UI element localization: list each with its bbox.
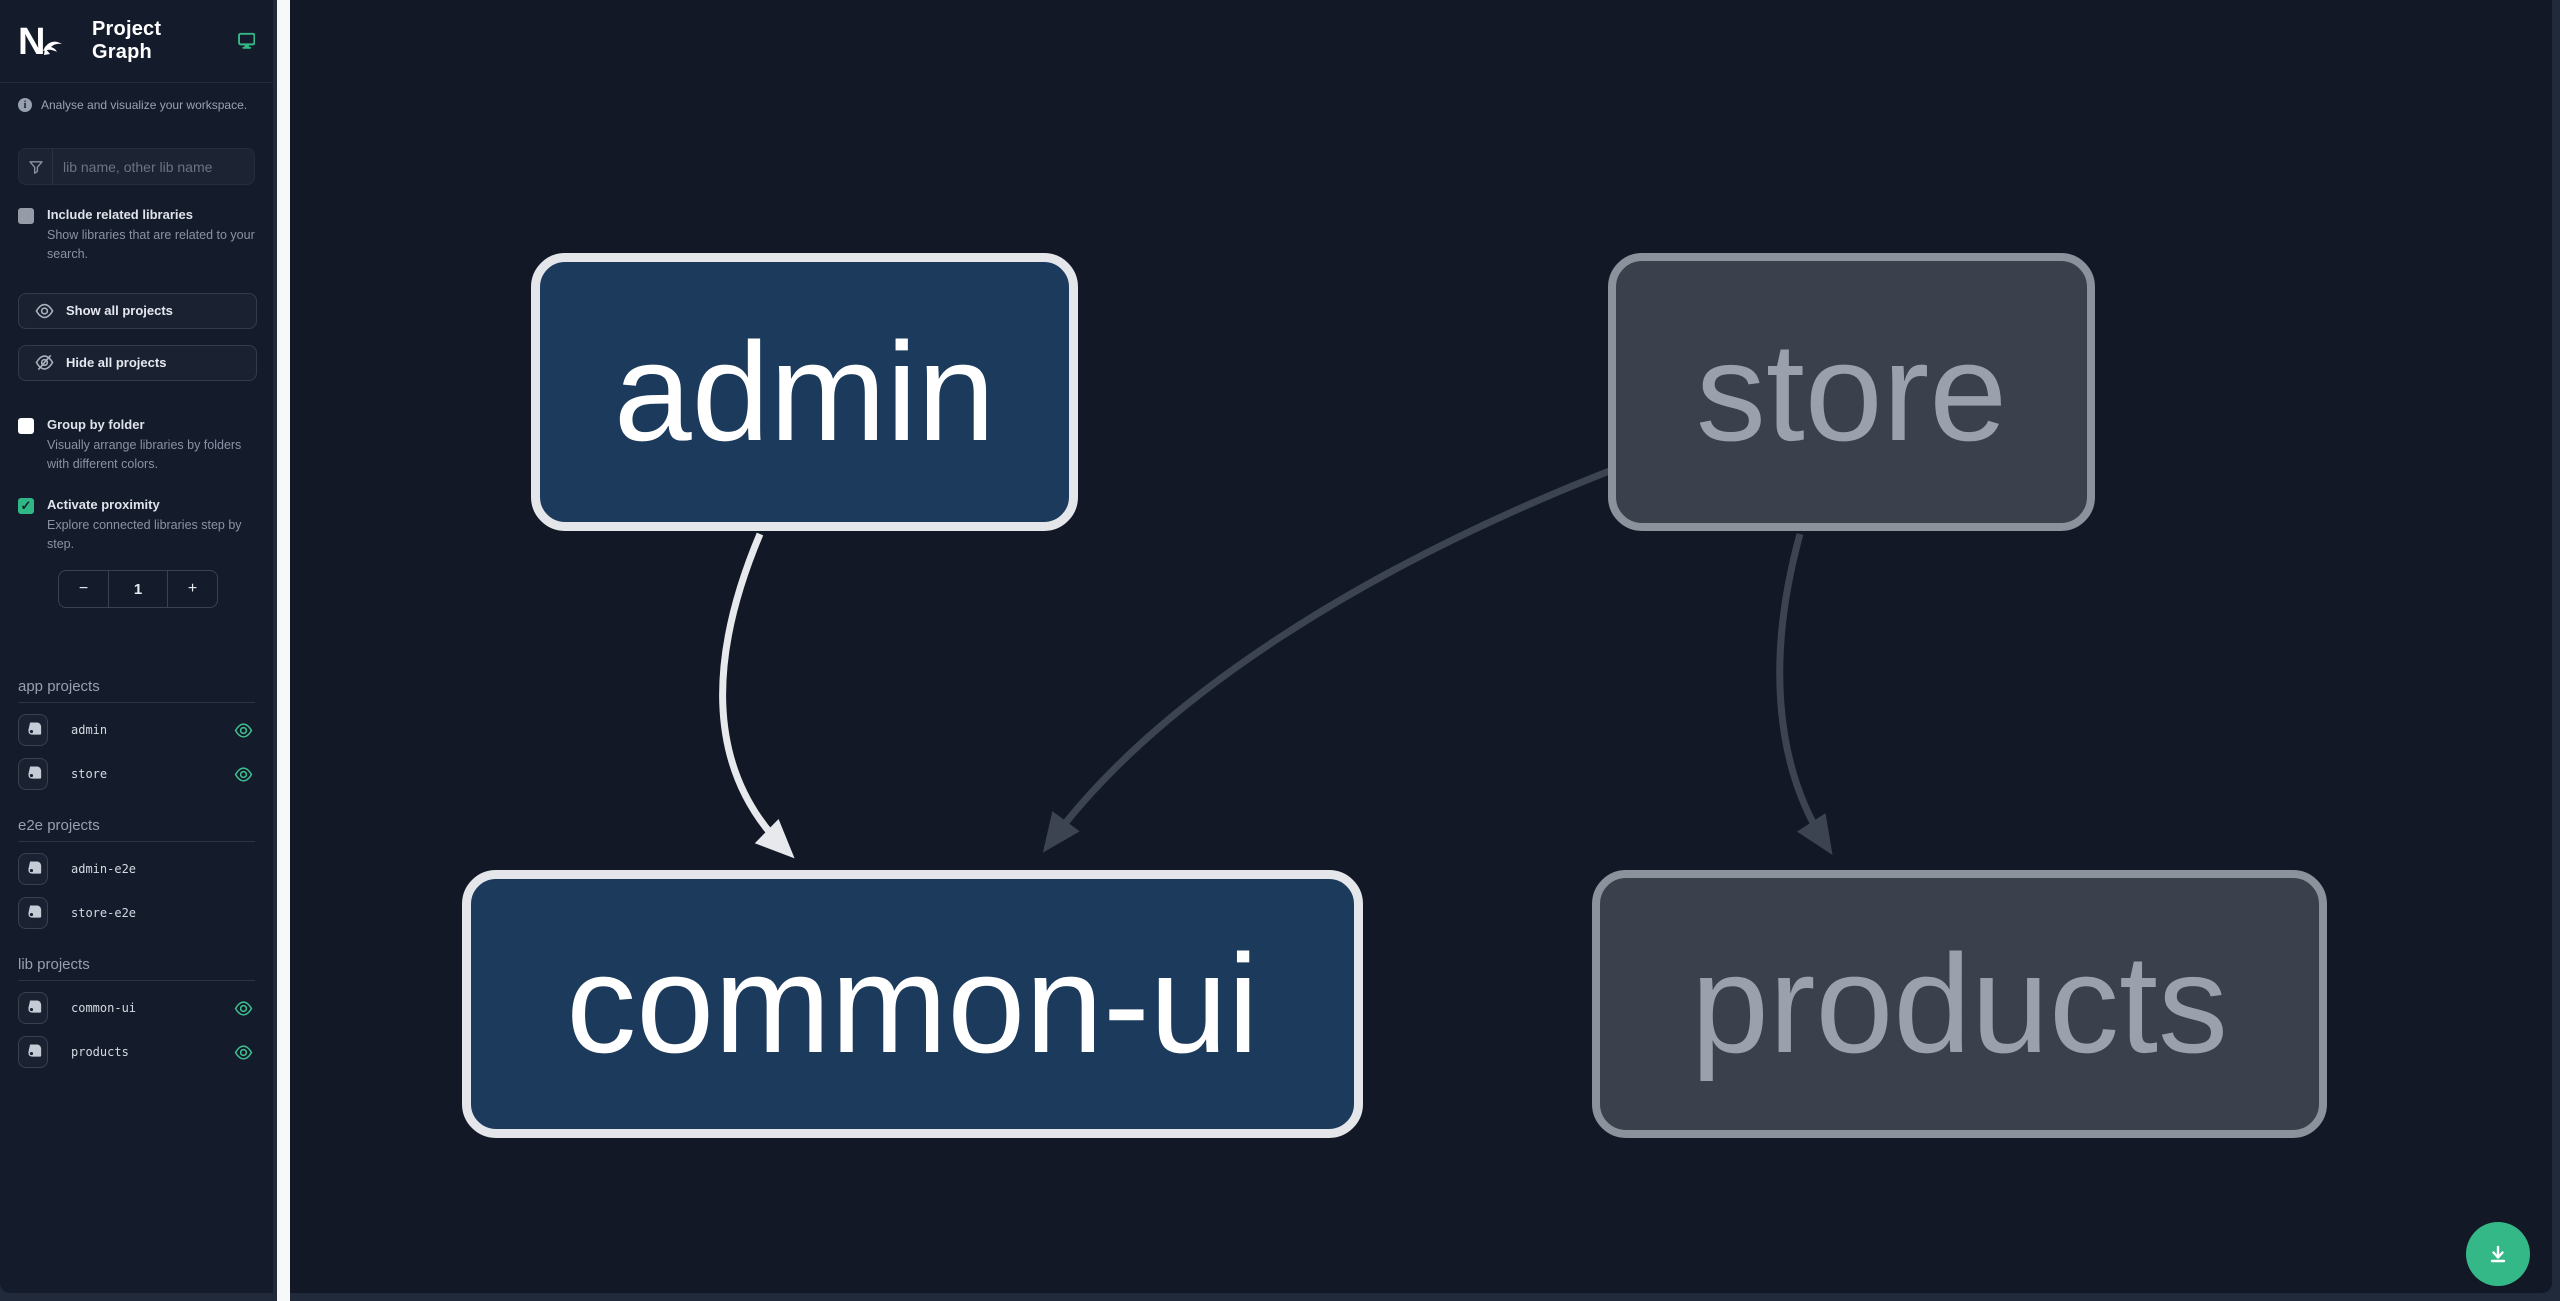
focus-project-button[interactable] [18, 1036, 48, 1069]
download-icon [2490, 1245, 2506, 1263]
node-label: products [1691, 925, 2228, 1082]
hide-all-projects-button[interactable]: Hide all projects [18, 344, 257, 381]
info-icon: i [18, 98, 32, 112]
project-name[interactable]: common-ui [71, 1001, 137, 1016]
section-title: e2e projects [18, 817, 255, 843]
decrement-button[interactable]: − [78, 580, 89, 598]
button-label: Hide all projects [66, 355, 167, 371]
eye-toggle-icon[interactable] [234, 1001, 253, 1016]
project-name[interactable]: store-e2e [71, 906, 137, 921]
project-row: products [18, 1035, 255, 1069]
option-description: Show libraries that are related to your … [47, 228, 255, 262]
focus-project-button[interactable] [18, 897, 48, 930]
graph-node-store[interactable]: store [1608, 253, 2095, 531]
sidebar-header: N Project Graph [0, 0, 273, 83]
node-label: common-ui [566, 925, 1259, 1082]
focus-icon [25, 764, 42, 784]
graph-node-common-ui[interactable]: common-ui [462, 870, 1363, 1138]
focus-icon [25, 720, 42, 740]
option-label: Group by folder [47, 416, 145, 432]
project-name[interactable]: products [71, 1045, 129, 1060]
project-section: e2e projects admin-e2e store-e2e [0, 817, 273, 930]
node-label: admin [613, 313, 996, 470]
section-title: lib projects [18, 956, 255, 982]
show-all-projects-button[interactable]: Show all projects [18, 292, 257, 329]
graph-canvas[interactable]: admin store common-ui products [290, 0, 2552, 1293]
sidebar: N Project Graph i Analyse and visualize … [0, 0, 273, 1293]
button-label: Show all projects [66, 303, 173, 319]
option-activate-proximity: ✓ Activate proximity Explore connected l… [0, 497, 273, 555]
focus-icon [25, 903, 42, 923]
project-sections: app projects admin store e2e projects admin-… [0, 678, 273, 1069]
proximity-stepper: − 1 + [58, 570, 218, 609]
include-related-checkbox[interactable] [18, 208, 34, 224]
focus-project-button[interactable] [18, 853, 48, 886]
increment-button[interactable]: + [187, 580, 198, 598]
focus-icon [25, 998, 42, 1018]
option-label: Activate proximity [47, 496, 160, 512]
project-name[interactable]: store [71, 767, 108, 782]
focus-project-button[interactable] [18, 758, 48, 791]
project-name[interactable]: admin [71, 723, 108, 738]
eye-toggle-icon[interactable] [234, 767, 253, 782]
project-row: common-ui [18, 991, 255, 1025]
activate-proximity-checkbox[interactable]: ✓ [18, 497, 34, 514]
eye-off-icon [35, 354, 54, 371]
filter-input[interactable] [53, 149, 254, 184]
node-label: store [1695, 313, 2008, 470]
edges-layer [719, 466, 1833, 859]
nx-logo: N [18, 22, 62, 60]
section-title: app projects [18, 678, 255, 704]
focus-project-button[interactable] [18, 714, 48, 747]
graph-node-products[interactable]: products [1592, 870, 2327, 1138]
project-row: store [18, 757, 255, 791]
focus-project-button[interactable] [18, 992, 48, 1025]
sidebar-divider [277, 0, 290, 1301]
focus-icon [25, 859, 42, 879]
option-include-related: Include related libraries Show libraries… [0, 207, 273, 265]
project-row: admin [18, 713, 255, 747]
eye-toggle-icon[interactable] [234, 723, 253, 738]
info-text: Analyse and visualize your workspace. [41, 98, 248, 112]
graph-node-admin[interactable]: admin [531, 253, 1078, 531]
info-banner: i Analyse and visualize your workspace. [0, 83, 273, 112]
monitor-icon [237, 32, 255, 49]
project-name[interactable]: admin-e2e [71, 862, 137, 877]
edge-store-to-products[interactable] [1776, 533, 1833, 856]
filter-box [18, 148, 255, 185]
save-image-button[interactable] [2466, 1222, 2530, 1286]
project-section: lib projects common-ui products [0, 956, 273, 1069]
page-title: Project Graph [92, 18, 162, 63]
project-section: app projects admin store [0, 678, 273, 791]
edge-admin-to-common-ui[interactable] [719, 532, 795, 859]
option-group-by-folder: Group by folder Visually arrange librari… [0, 417, 273, 475]
focus-icon [25, 1042, 42, 1062]
eye-icon [35, 303, 54, 319]
eye-toggle-icon[interactable] [234, 1045, 253, 1060]
project-row: admin-e2e [18, 852, 255, 886]
group-by-folder-checkbox[interactable] [18, 417, 34, 434]
svg-text:N: N [18, 22, 45, 60]
option-description: Explore connected libraries step by step… [47, 517, 242, 551]
project-row: store-e2e [18, 896, 255, 930]
option-description: Visually arrange libraries by folders wi… [47, 437, 242, 472]
edge-store-to-common-ui[interactable] [1042, 466, 1614, 853]
funnel-icon [19, 149, 53, 184]
proximity-value: 1 [108, 571, 168, 608]
option-label: Include related libraries [47, 207, 193, 222]
